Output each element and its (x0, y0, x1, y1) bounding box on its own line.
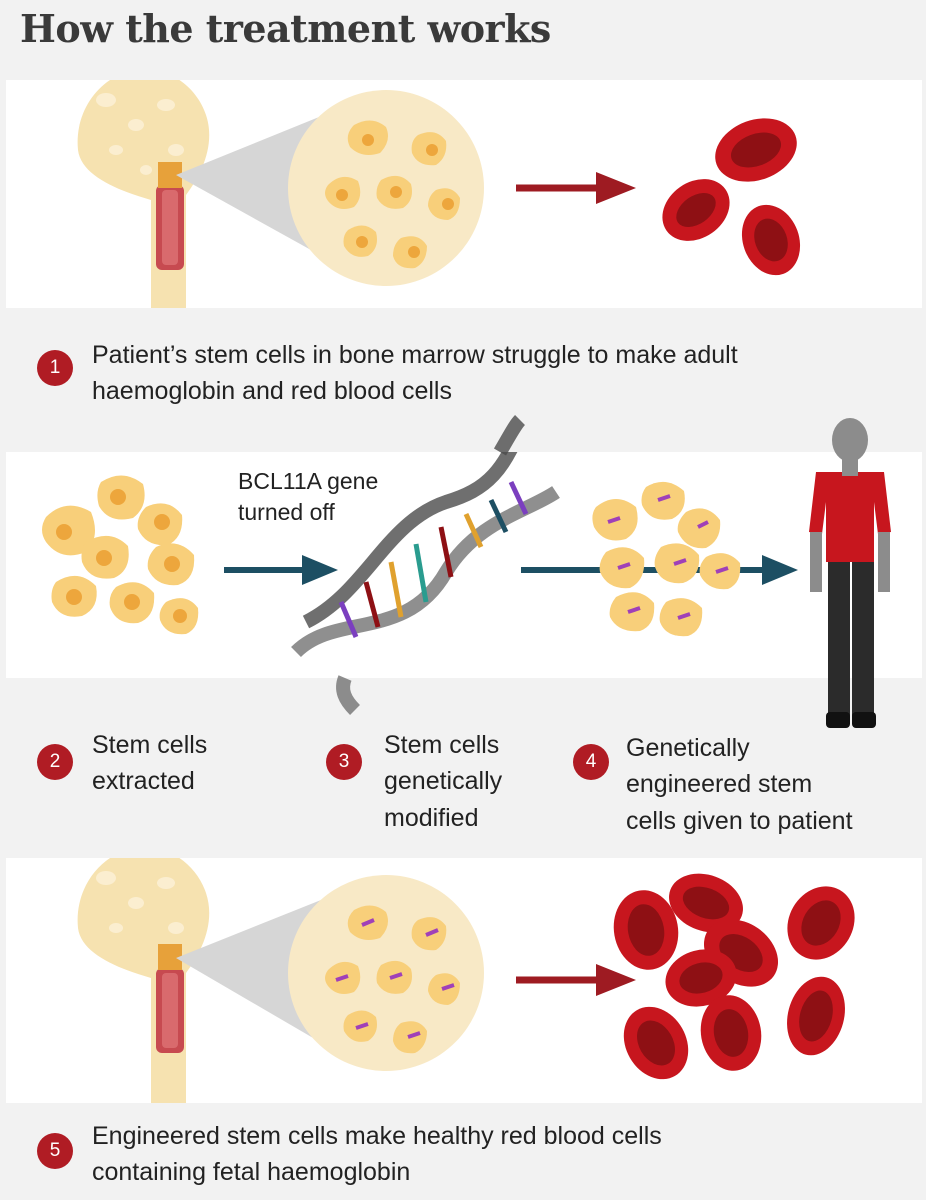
patient-figure-icon (809, 452, 891, 678)
step-4-caption: Genetically engineered stem cells given … (626, 734, 853, 835)
extracted-stem-cell-cluster (42, 475, 199, 635)
bone-icon (77, 80, 210, 308)
panel-step-5 (6, 858, 922, 1103)
gene-label: BCL11A gene turned off (238, 468, 379, 526)
step-2-caption: Stem cells extracted (92, 731, 208, 796)
panel-step-1 (6, 80, 922, 308)
dna-helix-icon (291, 452, 560, 658)
step-3-badge: 3 (326, 744, 362, 780)
step-5-badge: 5 (37, 1133, 73, 1169)
arrow-right-icon (516, 172, 636, 204)
red-blood-cell-group (613, 873, 855, 1080)
stem-cell-group (325, 120, 460, 269)
step-1-caption: Patient’s stem cells in bone marrow stru… (92, 341, 738, 406)
modified-stem-cell-group (325, 905, 460, 1054)
page-title: How the treatment works (20, 6, 551, 51)
step-2-badge: 2 (37, 744, 73, 780)
modified-stem-cell-cluster (592, 481, 741, 637)
step-3-caption: Stem cells genetically modified (384, 731, 503, 832)
bone-icon (77, 858, 210, 1103)
step-1-badge: 1 (37, 350, 73, 386)
bone-marrow-illustration-1 (77, 80, 801, 308)
arrow-right-icon (516, 964, 636, 996)
panel-steps-2-4 (6, 452, 922, 678)
gene-editing-illustration (42, 452, 891, 678)
figure-head-overflow (6, 416, 922, 476)
patient-legs-icon (826, 678, 876, 728)
step-5-caption: Engineered stem cells make healthy red b… (92, 1122, 662, 1187)
step-4-badge: 4 (573, 744, 609, 780)
red-blood-cell-group (662, 118, 801, 276)
bone-marrow-illustration-2 (77, 858, 855, 1103)
arrow-right-icon (224, 555, 338, 585)
